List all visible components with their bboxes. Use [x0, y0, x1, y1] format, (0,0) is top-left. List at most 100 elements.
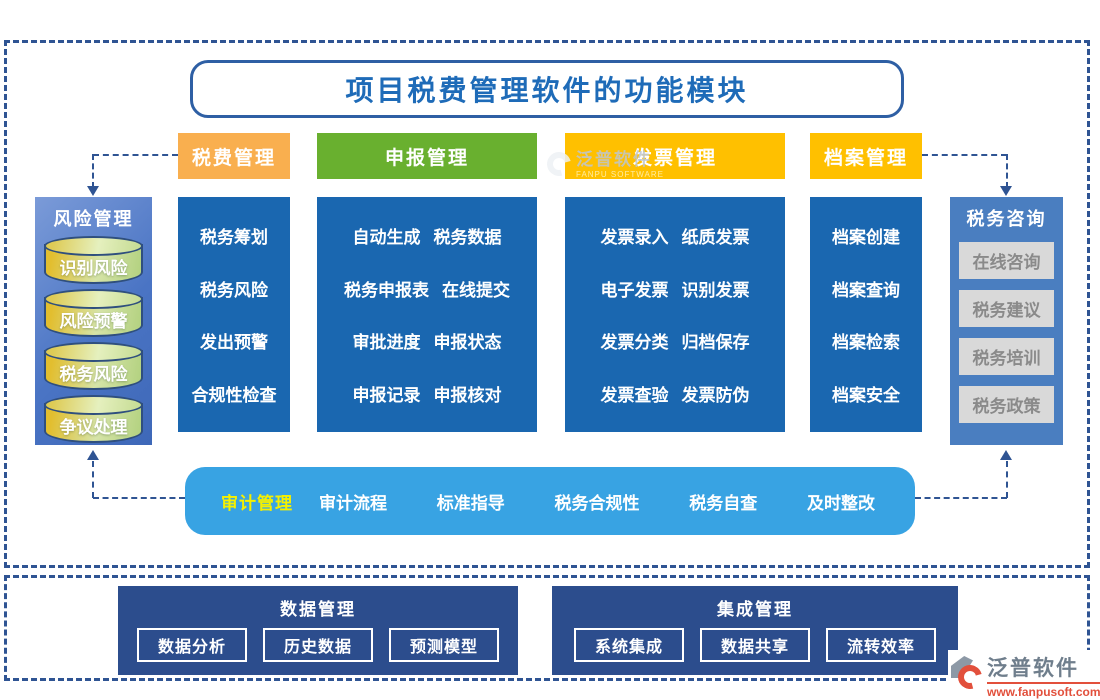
audit-item: 审计流程 [319, 493, 387, 513]
logo-url: www.fanpusoft.com [987, 682, 1100, 699]
module-item: 在线提交 [442, 280, 510, 300]
module-item: 合规性检查 [191, 386, 277, 406]
risk-cylinder: 争议处理 [44, 395, 143, 443]
block-item: 数据共享 [700, 628, 810, 662]
module-item: 归档保存 [681, 333, 750, 353]
block-item: 历史数据 [263, 628, 373, 662]
connector-line [922, 154, 1007, 156]
block-item: 系统集成 [574, 628, 684, 662]
audit-item: 税务自查 [689, 493, 758, 513]
module-item: 发票录入 [600, 227, 669, 247]
module-header-invoice: 发票管理 [565, 133, 785, 179]
consult-item: 在线咨询 [959, 242, 1054, 279]
watermark-texts: 泛普软件 FANPU SOFTWARE [576, 150, 664, 179]
logo-texts: 泛普软件 www.fanpusoft.com [987, 652, 1100, 699]
connector-line [93, 154, 178, 156]
module-header-archive: 档案管理 [810, 133, 922, 179]
audit-item: 税务合规性 [554, 493, 640, 513]
module-item: 电子发票 [600, 280, 669, 300]
module-row: 审批进度 申报状态 [353, 328, 502, 353]
risk-panel: 风险管理 识别风险 风险预警 税务风险 争议处理 [35, 197, 152, 445]
block-title: 数据管理 [280, 600, 356, 619]
fanpu-crescent-icon [542, 147, 576, 181]
connector-line [1006, 461, 1008, 498]
consult-item: 税务培训 [959, 338, 1054, 375]
module-item: 申报状态 [433, 333, 502, 353]
audit-item: 及时整改 [807, 493, 875, 513]
module-item: 申报核对 [433, 386, 502, 406]
audit-item: 标准指导 [436, 493, 505, 513]
module-header-label: 发票管理 [632, 147, 717, 169]
module-item: 档案检索 [832, 333, 900, 353]
consult-panel-title: 税务咨询 [966, 209, 1047, 229]
connector-line [92, 461, 94, 498]
risk-cylinder: 税务风险 [44, 342, 143, 390]
module-item: 档案安全 [832, 386, 900, 406]
module-row: 税务申报表 在线提交 [344, 276, 510, 301]
arrow-down-icon [1000, 186, 1012, 196]
risk-cylinder: 风险预警 [44, 289, 143, 337]
module-item: 档案创建 [832, 227, 900, 247]
module-item: 税务申报表 [344, 280, 429, 300]
module-item: 税务筹划 [200, 227, 268, 247]
fanpu-logo-icon [950, 652, 987, 694]
risk-item: 识别风险 [59, 259, 128, 278]
module-item: 自动生成 [352, 227, 421, 247]
module-row: 发票查验 发票防伪 [601, 381, 750, 406]
risk-cylinder: 识别风险 [44, 236, 143, 284]
consult-panel: 税务咨询 在线咨询 税务建议 税务培训 税务政策 [950, 197, 1063, 445]
connector-line [93, 497, 185, 499]
fanpu-logo: 泛普软件 www.fanpusoft.com [948, 650, 1100, 700]
connector-line [1006, 154, 1008, 188]
watermark-name: 泛普软件 [576, 150, 652, 169]
audit-bar: 审计管理 审计流程 标准指导 税务合规性 税务自查 及时整改 [185, 467, 915, 535]
module-item: 发票分类 [600, 333, 669, 353]
module-item: 识别发票 [681, 280, 750, 300]
module-item: 档案查询 [832, 280, 900, 300]
risk-panel-title: 风险管理 [53, 209, 134, 229]
module-header-label: 申报管理 [384, 147, 469, 169]
top-section-frame [4, 40, 1090, 568]
module-item: 发票防伪 [681, 386, 750, 406]
module-header-label: 档案管理 [823, 147, 908, 169]
module-header-tax-fee: 税费管理 [178, 133, 290, 179]
block-item: 流转效率 [826, 628, 936, 662]
risk-item: 风险预警 [59, 312, 128, 331]
module-item: 发票查验 [600, 386, 669, 406]
module-column-declaration: 自动生成 税务数据 税务申报表 在线提交 审批进度 申报状态 申报记录 申报核对 [317, 197, 537, 432]
risk-item: 争议处理 [59, 418, 128, 437]
module-row: 申报记录 申报核对 [353, 381, 502, 406]
risk-item: 税务风险 [59, 365, 128, 384]
block-title: 集成管理 [717, 600, 793, 619]
logo-name: 泛普软件 [987, 657, 1079, 680]
arrow-down-icon [87, 186, 99, 196]
module-item: 税务数据 [433, 227, 502, 247]
fanpu-watermark: 泛普软件 FANPU SOFTWARE [542, 147, 664, 181]
audit-items: 审计流程 标准指导 税务合规性 税务自查 及时整改 [319, 489, 915, 514]
block-items: 数据分析 历史数据 预测模型 [137, 628, 499, 662]
connector-line [92, 154, 94, 188]
module-row: 发票分类 归档保存 [601, 328, 750, 353]
diagram-title: 项目税费管理软件的功能模块 [345, 75, 749, 106]
module-item: 纸质发票 [681, 227, 750, 247]
module-header-label: 税费管理 [191, 147, 276, 169]
integration-management-block: 集成管理 系统集成 数据共享 流转效率 [552, 586, 958, 675]
consult-item: 税务政策 [959, 386, 1054, 423]
audit-label: 审计管理 [221, 493, 293, 513]
watermark-subtitle: FANPU SOFTWARE [576, 169, 664, 179]
module-item: 审批进度 [352, 333, 421, 353]
module-column-archive: 档案创建 档案查询 档案检索 档案安全 [810, 197, 922, 432]
module-item: 税务风险 [200, 280, 268, 300]
connector-line [915, 497, 1007, 499]
module-header-declaration: 申报管理 [317, 133, 537, 179]
module-row: 发票录入 纸质发票 [601, 223, 750, 248]
block-item: 数据分析 [137, 628, 247, 662]
module-row: 电子发票 识别发票 [601, 276, 750, 301]
block-item: 预测模型 [389, 628, 499, 662]
consult-item: 税务建议 [959, 290, 1054, 327]
module-item: 申报记录 [352, 386, 421, 406]
arrow-up-icon [1000, 450, 1012, 460]
diagram-title-box: 项目税费管理软件的功能模块 [190, 60, 904, 118]
arrow-up-icon [87, 450, 99, 460]
